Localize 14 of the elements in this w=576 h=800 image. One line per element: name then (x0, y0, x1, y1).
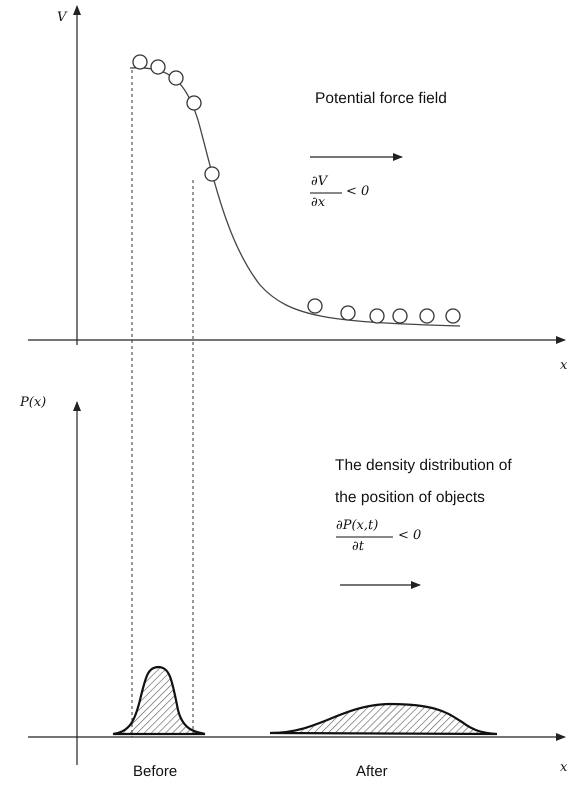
annotation-text: Potential force field (315, 90, 447, 108)
math-inequality: < 0 (346, 184, 370, 199)
axis-label: x (560, 760, 568, 775)
axis-label: V (57, 10, 66, 25)
math-inequality: < 0 (398, 528, 422, 543)
axis-label: After (356, 763, 388, 780)
axis-label: Before (133, 763, 178, 780)
math-numerator: ∂P(x,t) (336, 518, 378, 533)
annotation-text: The density distribution of the position of objects (335, 456, 513, 508)
axis-label: P(x) (20, 395, 46, 410)
math-numerator: ∂V (311, 174, 328, 189)
axis-label: x (560, 358, 568, 373)
math-denominator: ∂t (352, 539, 364, 554)
math-denominator: ∂x (311, 195, 326, 210)
